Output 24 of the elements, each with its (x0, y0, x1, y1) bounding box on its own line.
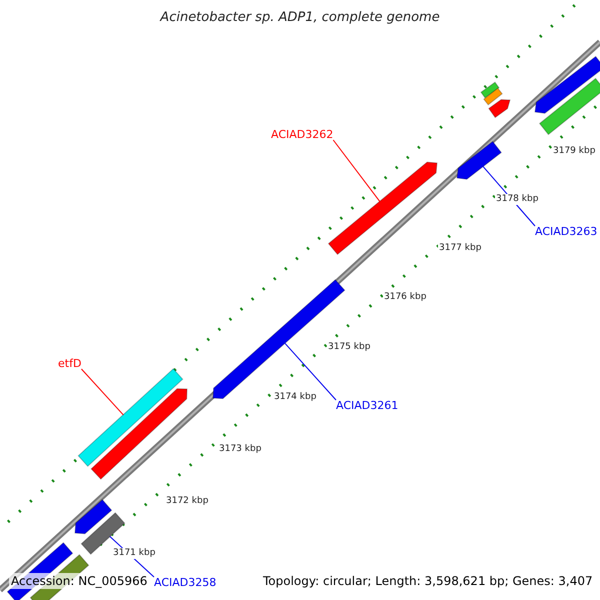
scale-label: 3178 kbp (495, 194, 540, 205)
scale-label: 3171 kbp (112, 548, 156, 559)
scale-label: 3175 kbp (327, 342, 372, 353)
title: Acinetobacter sp. ADP1, complete genome (158, 11, 441, 24)
scale-label: 3173 kbp (218, 444, 262, 455)
scale-label: 3177 kbp (438, 243, 482, 254)
gene-label: ACIAD3262 (271, 129, 334, 140)
scale-label: 3174 kbp (273, 392, 318, 403)
gene-block (328, 162, 438, 256)
gene-block (78, 368, 184, 467)
leader-line (332, 140, 380, 202)
gene-block (90, 388, 188, 480)
info-text: Accession: NC_005966 (9, 573, 150, 589)
info-text: Topology: circular; Length: 3,598,621 bp; Genes: 3,407 (261, 573, 595, 589)
scale-label: 3179 kbp (552, 146, 596, 157)
gene-label: etfD (58, 358, 82, 369)
leader-line (80, 368, 124, 416)
gene-label: ACIAD3263 (535, 226, 598, 237)
leader-line (284, 342, 336, 400)
gene-label: ACIAD3261 (336, 400, 398, 411)
scale-label: 3172 kbp (165, 496, 210, 507)
scale-label: 3176 kbp (383, 292, 428, 303)
gene-label: ACIAD3258 (154, 577, 216, 588)
gene-block (456, 140, 502, 180)
